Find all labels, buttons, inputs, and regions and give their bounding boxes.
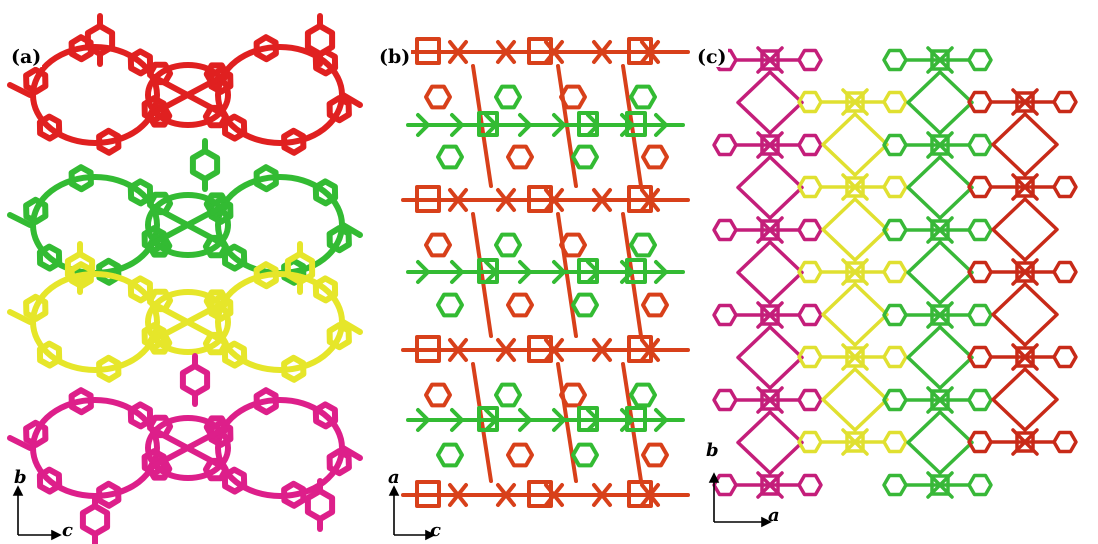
panel-a-label: (a) (10, 46, 43, 68)
axis-arrows (708, 472, 772, 528)
panel-c-structure (708, 46, 1078, 528)
tower-a (84, 13, 116, 67)
chain-c-3 (882, 46, 993, 499)
panel-b-axis-horizontal: c (430, 520, 441, 541)
tower-a (64, 241, 96, 295)
layer-a-3 (7, 261, 363, 383)
chain-c-2 (797, 88, 908, 456)
panel-b: (b) a c (378, 0, 700, 544)
layer-a-4 (7, 387, 363, 509)
panel-c-axis-vertical: b (706, 440, 719, 461)
panel-c: (c) b a (696, 0, 1098, 544)
panel-b-structure (388, 37, 690, 541)
panel-a: (a) b c (0, 0, 366, 544)
layer-b-green (406, 84, 685, 468)
layer-b-red (401, 37, 690, 508)
panel-b-label: (b) (378, 46, 412, 68)
tower-a (304, 13, 336, 67)
panel-c-label: (c) (696, 46, 728, 68)
axis-arrows (388, 485, 436, 541)
layer-a-1 (7, 34, 363, 156)
tower-a (179, 353, 211, 407)
panel-c-axis-horizontal: a (768, 505, 780, 526)
chain-c-4 (967, 88, 1078, 456)
panel-a-structure (7, 13, 363, 544)
tower-a (189, 138, 221, 192)
tower-a (284, 241, 316, 295)
tower-a (79, 493, 111, 544)
panel-a-axis-horizontal: c (62, 520, 73, 541)
tower-a (304, 478, 336, 532)
axis-arrows (12, 485, 62, 541)
layer-a-2 (7, 164, 363, 286)
chain-c-1 (712, 46, 823, 499)
panel-b-axis-vertical: a (388, 467, 400, 488)
panel-a-axis-vertical: b (14, 467, 27, 488)
